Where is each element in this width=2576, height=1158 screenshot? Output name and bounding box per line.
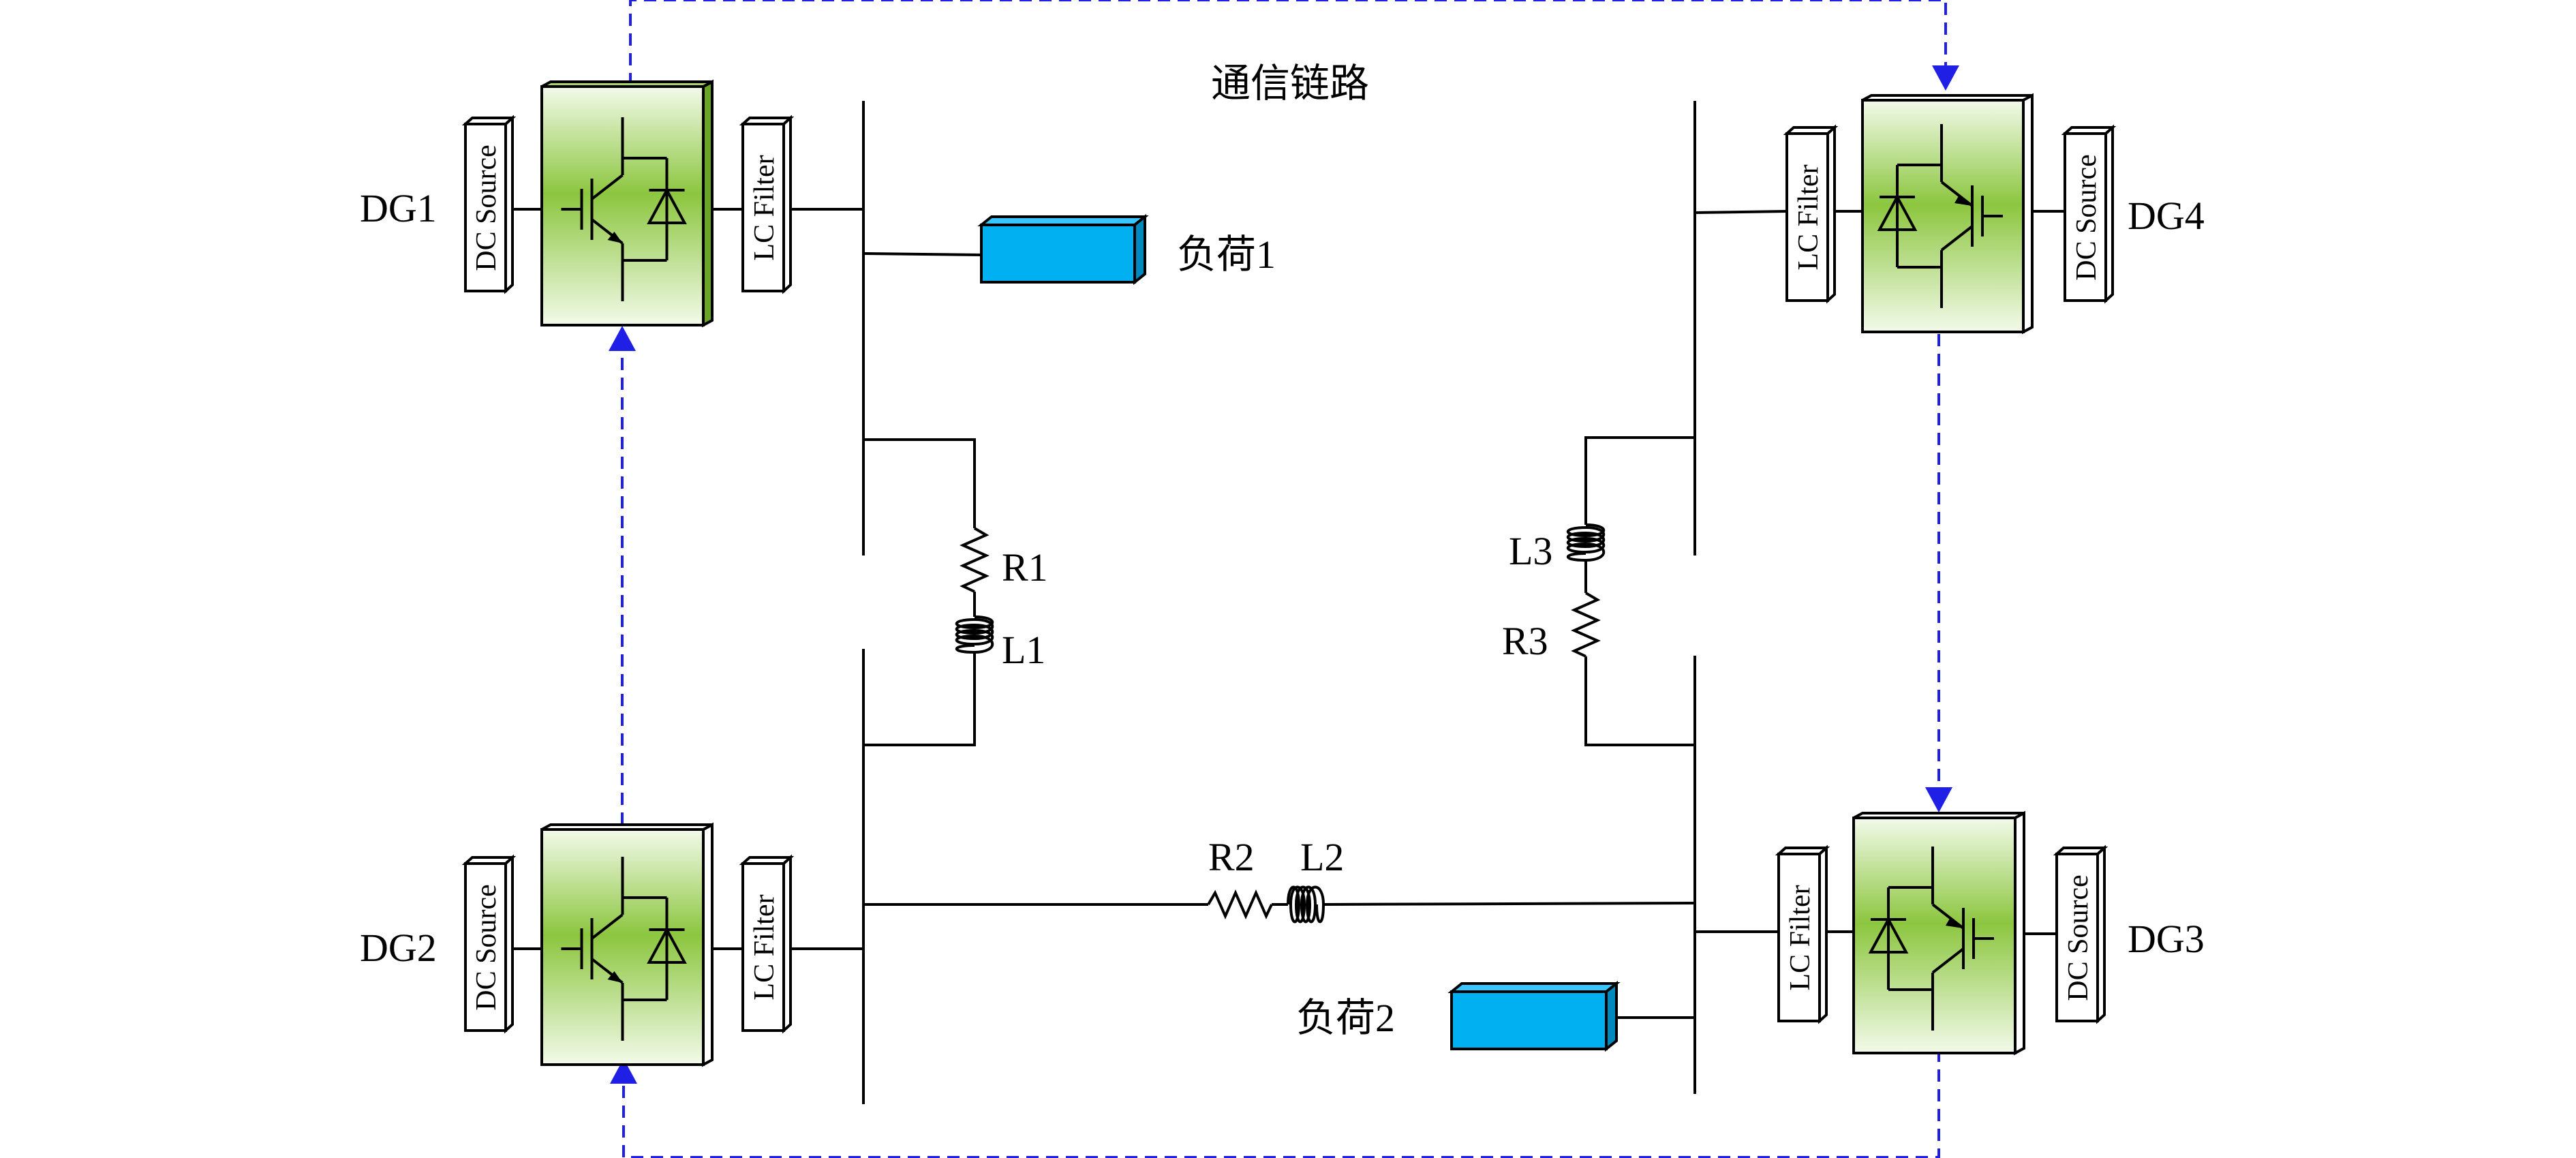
dg3-dc-source: DC Source (2053, 844, 2109, 1024)
dg4-unit: DG4 LC Filter (1694, 93, 2205, 335)
dg2-unit: DG2 DC Source (360, 822, 863, 1067)
comm-arrow-dg3 (1925, 787, 1952, 812)
dg4-bus-wire (1694, 210, 1788, 214)
comm-link-bottom (622, 1050, 1940, 1158)
dg1-source-label: DC Source (471, 144, 502, 271)
inductor-l2-icon (1287, 885, 1325, 924)
dg1-dc-source: DC Source (461, 115, 517, 294)
load-1-wire (863, 252, 982, 256)
line-3: L3 R3 (1502, 436, 1695, 746)
line-2: R2 L2 (863, 835, 1696, 924)
dg4-dc-source: DC Source (2061, 124, 2117, 304)
load-2: 负荷2 (1296, 980, 1695, 1052)
buses (862, 101, 1696, 1104)
dg1-unit: DG1 DC Source (360, 79, 863, 328)
dg4-converter (1861, 93, 2034, 335)
dg1-filter-label: LC Filter (749, 155, 780, 260)
dg2-lc-filter: LC Filter (739, 854, 795, 1034)
comm-arrow-dg2 (610, 1058, 637, 1084)
comm-arrow-dg1 (609, 326, 636, 351)
load-2-box (1450, 990, 1608, 1050)
resistor-r3-icon (1571, 592, 1601, 658)
dg3-filter-label: LC Filter (1785, 885, 1816, 990)
dg3-unit: DG3 LC Filter (1695, 810, 2205, 1056)
dg4-label: DG4 (2128, 194, 2205, 238)
dg4-filter-label: LC Filter (1793, 164, 1824, 270)
comm-arrow-dg4 (1932, 65, 1959, 91)
dg2-filter-label: LC Filter (749, 894, 780, 1000)
dg1-label: DG1 (360, 186, 437, 230)
dg2-converter (540, 822, 714, 1067)
load-1: 负荷1 (863, 213, 1276, 286)
l2-label: L2 (1300, 835, 1344, 879)
line-1: R1 L1 (863, 438, 1048, 746)
dg2-source-label: DC Source (471, 884, 502, 1010)
inductor-l3-icon (1566, 523, 1606, 562)
dg2-igbt-diode-icon (561, 857, 687, 1041)
dg2-dc-source: DC Source (461, 854, 517, 1034)
comm-link-label: 通信链路 (1211, 61, 1369, 106)
r2-label: R2 (1208, 835, 1255, 879)
r3-label: R3 (1502, 619, 1548, 663)
load-2-label: 负荷2 (1296, 996, 1395, 1040)
dg2-label: DG2 (360, 926, 437, 970)
l1-label: L1 (1002, 628, 1045, 672)
load-1-label: 负荷1 (1177, 232, 1276, 277)
dg3-source-label: DC Source (2063, 874, 2094, 1001)
inductor-l1-icon (955, 615, 994, 654)
dg3-converter (1852, 810, 2025, 1056)
dg3-lc-filter: LC Filter (1775, 844, 1830, 1024)
dg1-lc-filter: LC Filter (739, 115, 795, 294)
r1-label: R1 (1002, 545, 1048, 590)
comm-link-top (629, 0, 1947, 85)
l3-label: L3 (1509, 529, 1552, 573)
resistor-r2-icon (1207, 889, 1273, 919)
load-1-box (980, 224, 1136, 284)
dg4-igbt-diode-icon (1877, 124, 2003, 308)
dg3-igbt-diode-icon (1868, 847, 1994, 1031)
dg1-converter (540, 79, 714, 328)
dg1-igbt-diode-icon (561, 117, 687, 301)
dg3-label: DG3 (2128, 917, 2205, 961)
communication-links: 通信链路 (609, 0, 1959, 1158)
resistor-r1-icon (960, 527, 990, 593)
dg4-source-label: DC Source (2071, 154, 2102, 280)
dg4-lc-filter: LC Filter (1783, 124, 1839, 304)
